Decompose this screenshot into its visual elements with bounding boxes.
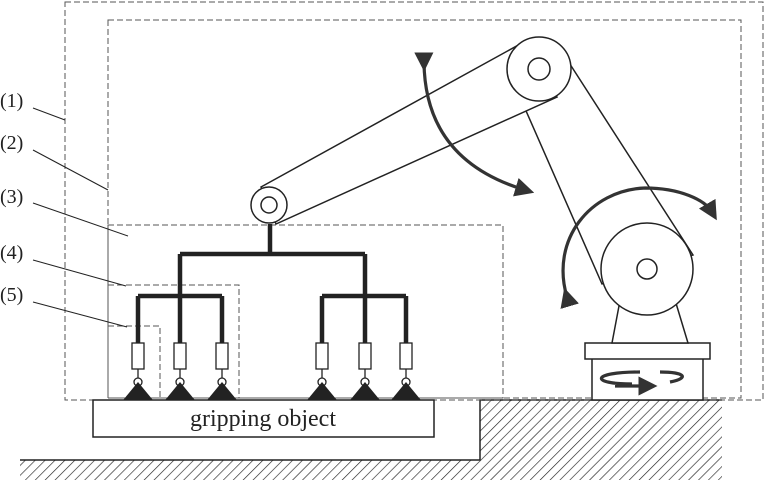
- label-2: (2): [0, 132, 23, 154]
- region-boundaries: [64, 1, 764, 401]
- label-5: (5): [0, 284, 23, 306]
- label-1: (1): [0, 90, 23, 112]
- label-4: (4): [0, 242, 23, 264]
- shoulder-rotation-arrow: [560, 186, 717, 309]
- gripper-frame: [135, 224, 409, 343]
- elbow-rotation-arrow: [414, 52, 535, 197]
- label-3: (3): [0, 186, 23, 208]
- region-labels: (1) (2) (3) (4) (5): [0, 90, 23, 306]
- base-rotation-arrow-back: [659, 370, 684, 384]
- suction-cup-4: [306, 342, 338, 401]
- gripping-object: gripping object: [92, 399, 435, 438]
- label-leaders: [32, 107, 129, 328]
- base-plate: [584, 342, 711, 360]
- region-2-boundary: [107, 19, 742, 399]
- suction-cup-6: [390, 342, 422, 401]
- gripping-object-label: gripping object: [190, 406, 336, 432]
- base-rotation-arrow: [599, 370, 648, 386]
- region-3-boundary: [107, 224, 504, 399]
- suction-cups: [122, 342, 422, 401]
- base-plinth: [591, 357, 704, 401]
- upper-arm: [250, 36, 572, 226]
- suction-cup-2: [164, 342, 196, 401]
- motion-arrows: [414, 52, 717, 386]
- suction-cup-5: [349, 342, 381, 401]
- suction-cup-3: [206, 342, 238, 401]
- suction-cup-1: [122, 342, 154, 401]
- region-5-boundary: [107, 325, 161, 398]
